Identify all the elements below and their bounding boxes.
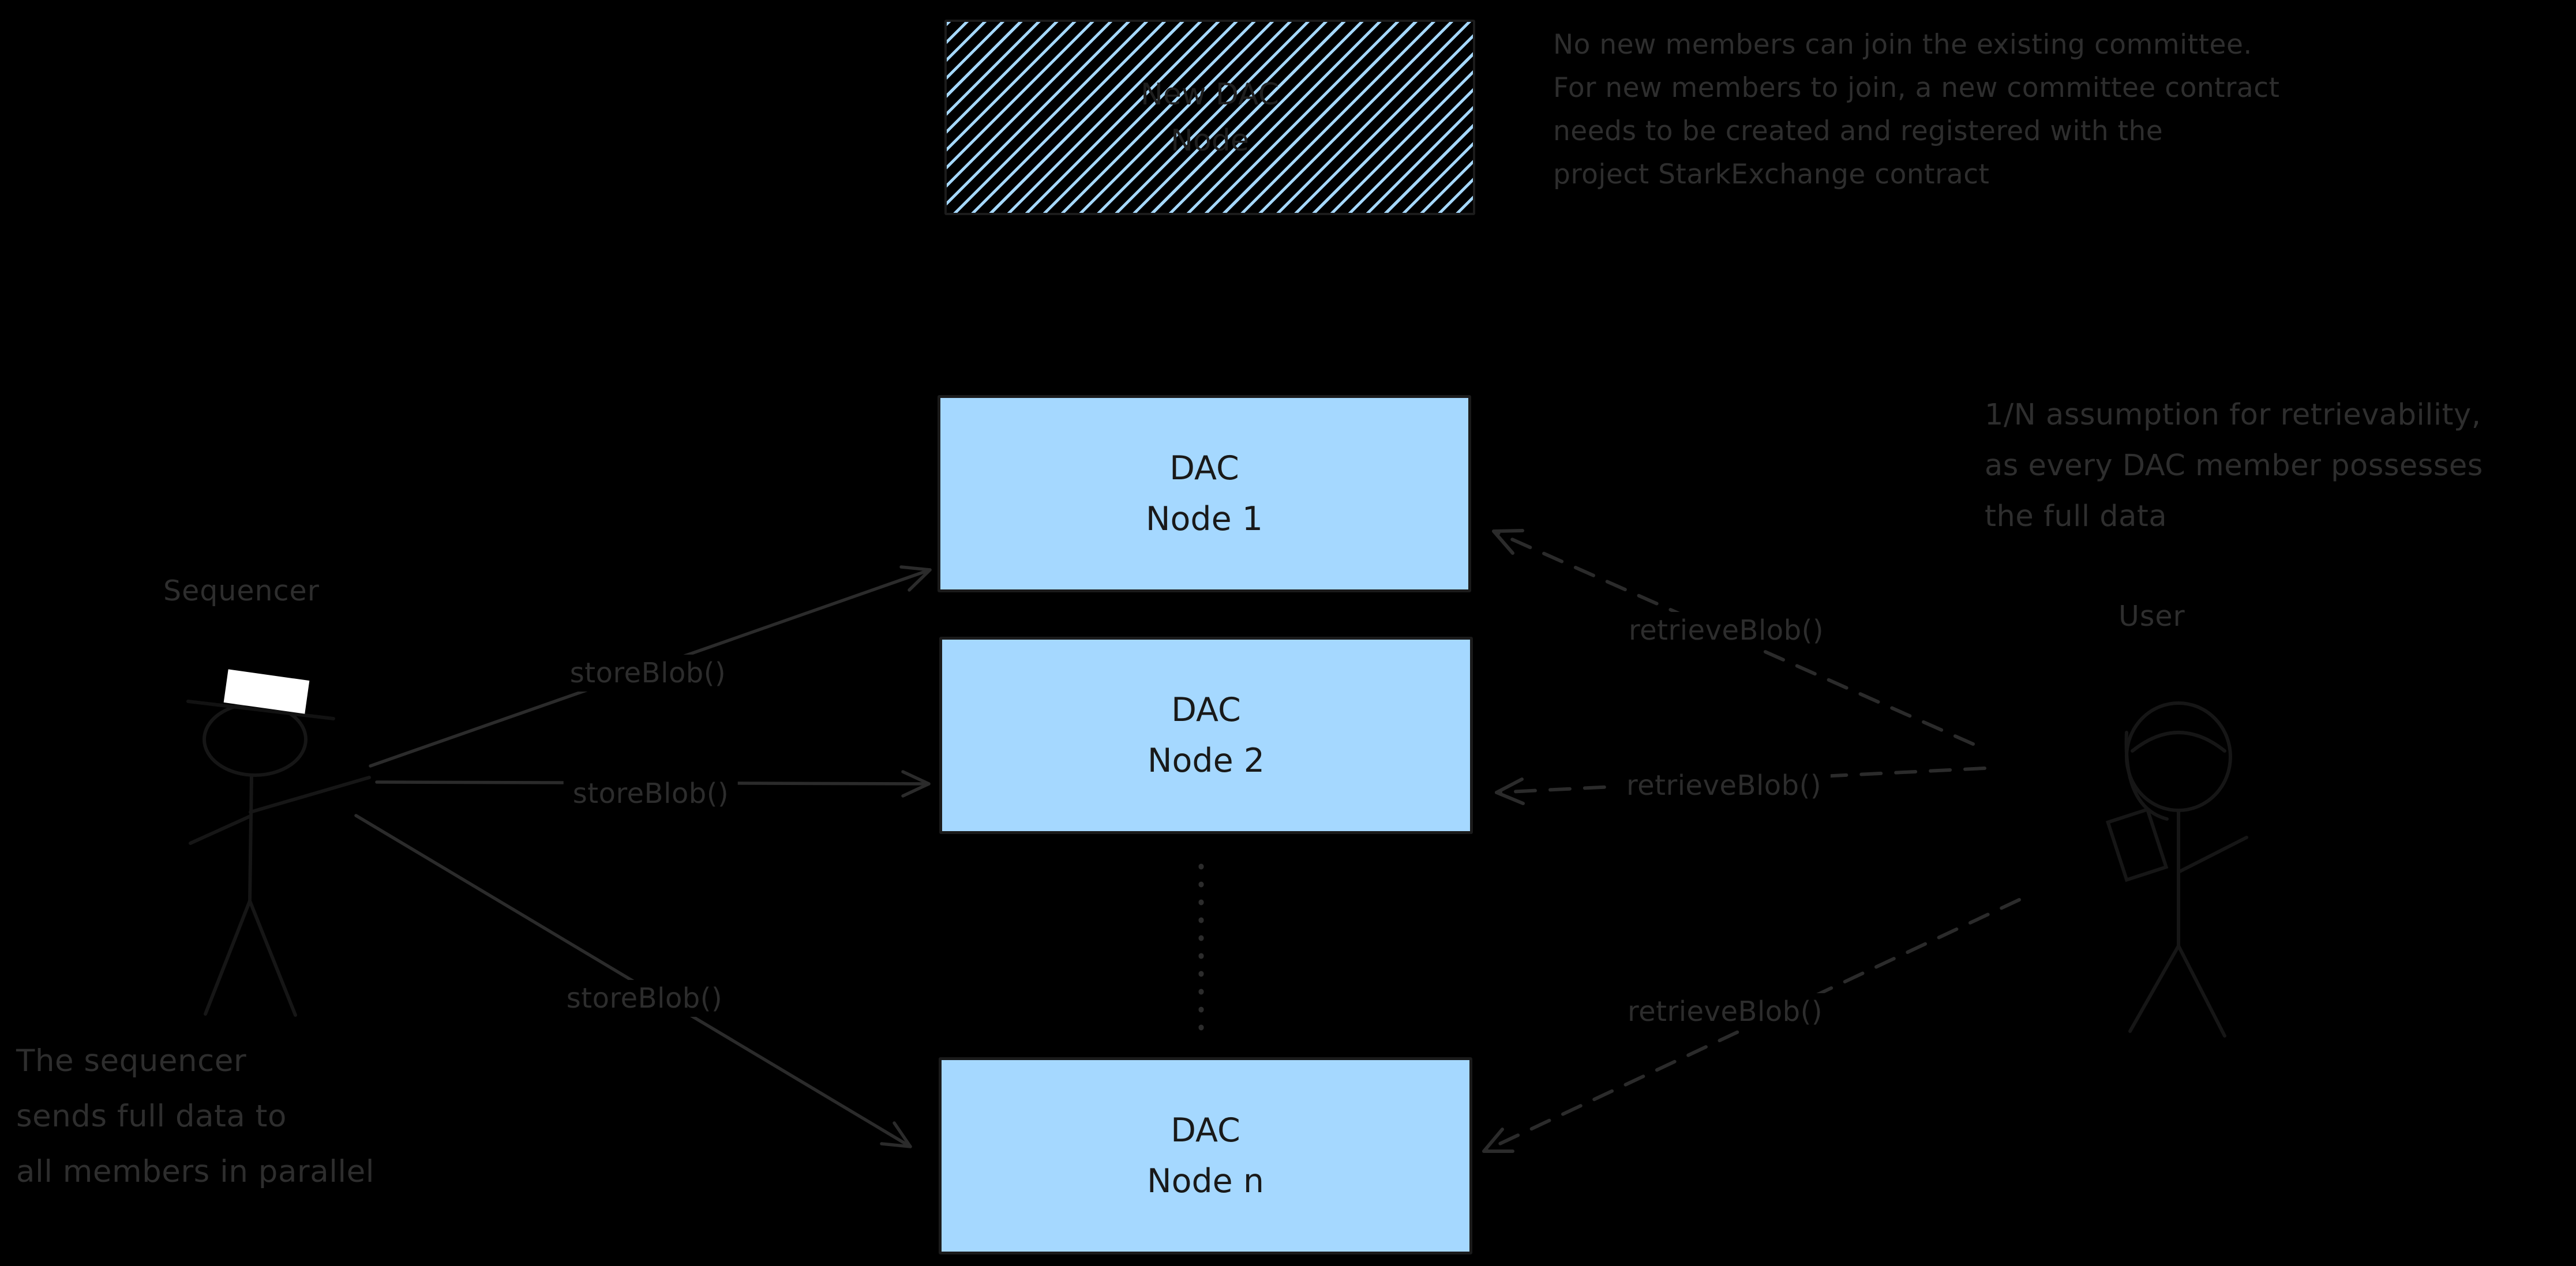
new-dac-node-label: New DAC Node (1140, 77, 1280, 158)
retrieve-arrowhead-node1 (1492, 529, 1524, 555)
store-arrowhead-noden (880, 1121, 912, 1148)
new-dac-node-box: New DAC Node (944, 20, 1475, 215)
store-blob-label-node2: storeBlob() (563, 775, 738, 812)
sequencer-left-arm (189, 814, 252, 845)
store-blob-label-node1: storeBlob() (560, 655, 736, 692)
sequencer-leg-right (248, 899, 297, 1017)
dac-node-1-label: DAC Node 1 (1145, 449, 1263, 538)
store-blob-label-noden: storeBlob() (557, 980, 732, 1017)
user-right-arm (2177, 836, 2248, 874)
retrievability-annotation: 1/N assumption for retrievability, as ev… (1985, 398, 2483, 534)
dac-node-2-label: DAC Node 2 (1147, 691, 1265, 780)
user-figure (2105, 701, 2248, 1038)
user-phone (2105, 807, 2169, 882)
user-hair (2131, 731, 2226, 753)
sequencer-right-arm (249, 776, 371, 814)
committee-annotation: No new members can join the existing com… (1553, 29, 2280, 190)
dac-node-n-label: DAC Node n (1146, 1111, 1264, 1200)
store-arrowhead-node1 (899, 565, 932, 592)
sequencer-annotation: The sequencer sends full data to all mem… (16, 1043, 374, 1189)
retrieve-blob-label-node2: retrieveBlob() (1617, 767, 1831, 804)
sequencer-label: Sequencer (163, 574, 320, 607)
store-arrowhead-node2 (901, 770, 931, 798)
dac-node-n-box: DAC Node n (939, 1057, 1472, 1254)
retrieve-blob-label-noden: retrieveBlob() (1618, 993, 1832, 1030)
sequencer-hat (223, 669, 310, 714)
user-label: User (2118, 600, 2185, 633)
dac-node-1-box: DAC Node 1 (938, 395, 1471, 592)
retrieve-arrowhead-noden (1482, 1128, 1514, 1153)
user-leg-right (2177, 944, 2226, 1038)
retrieve-arrowhead-node2 (1495, 777, 1525, 805)
retrieve-blob-label-node1: retrieveBlob() (1619, 612, 1833, 649)
sequencer-hat-brim (186, 700, 335, 720)
user-head (2125, 701, 2232, 812)
user-leg-left (2128, 944, 2180, 1033)
sequencer-figure (186, 669, 371, 1017)
sequencer-leg-left (204, 899, 252, 1016)
user-raised-arm (2124, 731, 2169, 821)
sequencer-body (248, 773, 253, 903)
dac-node-2-box: DAC Node 2 (939, 637, 1473, 834)
